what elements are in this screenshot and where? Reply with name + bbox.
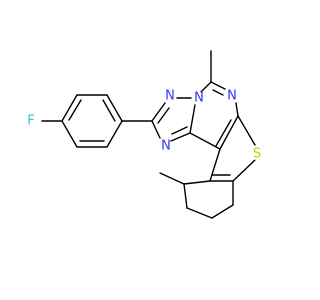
atom-label-background [226, 90, 238, 102]
bond [61, 120, 78, 148]
bond [237, 115, 256, 146]
bond [198, 81, 212, 95]
atom-label-background [251, 148, 263, 160]
atom-symbol: F [27, 114, 34, 129]
atom-label-layer: F N N N N S [25, 89, 263, 162]
bond [68, 99, 82, 121]
bond [183, 183, 188, 209]
atom-f: F [25, 114, 37, 129]
bond [151, 102, 166, 122]
atom-n3: N [160, 139, 172, 154]
atom-label-background [164, 90, 176, 102]
bond [235, 102, 239, 117]
molecule-canvas: F N N N N S [25, 50, 263, 219]
bond [210, 81, 226, 90]
bond [232, 159, 256, 182]
molecule-structure-diagram: F N N N N S [25, 50, 263, 219]
bond [157, 107, 170, 124]
atom-s: S [251, 147, 263, 162]
atom-symbol: N [194, 91, 204, 106]
bond [151, 120, 161, 139]
bond [219, 115, 239, 150]
atom-symbol: N [227, 89, 237, 104]
atom-n4: N [226, 89, 238, 104]
atom-symbol: S [253, 147, 261, 162]
bond [211, 204, 234, 219]
atom-symbol: N [161, 139, 171, 154]
bond [183, 180, 211, 185]
bond [170, 132, 191, 142]
bond [102, 99, 116, 122]
bond [106, 120, 123, 148]
bond-layer [41, 50, 256, 219]
atom-label-background [25, 115, 37, 127]
bond [189, 104, 196, 134]
bond [171, 126, 188, 135]
bond [189, 132, 221, 150]
bond [61, 94, 78, 122]
bond [186, 207, 213, 219]
bond [212, 89, 224, 96]
bond [159, 172, 185, 185]
atom-symbol: N [165, 89, 175, 104]
atom-label-background [193, 92, 205, 104]
atom-label-background [160, 140, 172, 152]
bond [209, 148, 221, 182]
bond [106, 94, 123, 122]
atom-n1: N [164, 89, 176, 104]
bond [215, 119, 232, 147]
atom-n2: N [193, 91, 205, 106]
